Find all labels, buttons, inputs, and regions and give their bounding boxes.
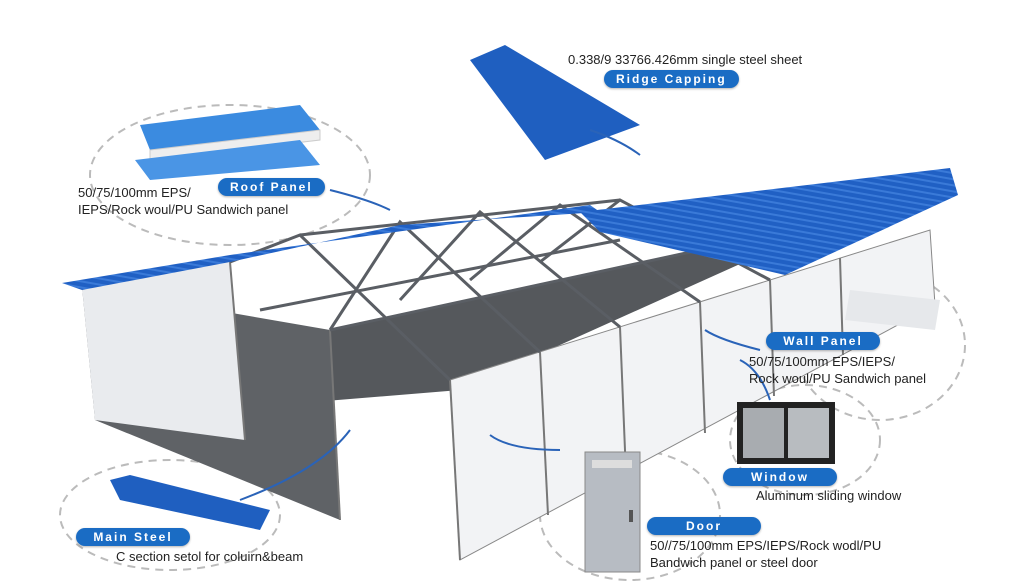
roof-panel-sample	[135, 105, 321, 180]
window-label: Window	[723, 468, 837, 486]
wall-panel-label: Wall Panel	[766, 332, 880, 350]
wall-panel-spec-2: Rock woul/PU Sandwich panel	[749, 371, 927, 386]
steel-trusses	[229, 198, 771, 382]
main-steel-piece	[110, 475, 270, 530]
callout-arrows	[239, 129, 771, 501]
roof-right-panel	[580, 168, 958, 275]
window-sample	[737, 402, 835, 464]
roof-panel-spec-2: IEPS/Rock woul/PU Sandwich panel	[78, 202, 289, 217]
door-label: Door	[647, 517, 761, 535]
end-wall-left	[82, 262, 245, 440]
door-spec-1: 50//75/100mm EPS/IEPS/Rock wodl/PU	[650, 538, 882, 553]
ridge-capping-label: Ridge Capping	[604, 70, 739, 88]
roof-panel-spec-1: 50/75/100mm EPS/	[78, 185, 191, 200]
main-steel-label: Main Steel	[76, 528, 190, 546]
main-steel-spec: C section setol for coluirn&beam	[116, 549, 304, 564]
door-sample	[584, 451, 641, 573]
ridge-capping-spec: 0.338/9 33766.426mm single steel sheet	[568, 52, 803, 67]
roof-panel-label: Roof Panel	[218, 178, 325, 196]
wall-panel-spec-1: 50/75/100mm EPS/IEPS/	[749, 354, 895, 369]
window-spec: Aluminum sliding window	[756, 488, 902, 503]
wall-panel-sample	[845, 290, 940, 330]
door-spec-2: Bandwich panel or steel door	[650, 555, 818, 570]
ridge-capping-piece	[470, 45, 640, 160]
roof-left-panel	[62, 205, 600, 290]
